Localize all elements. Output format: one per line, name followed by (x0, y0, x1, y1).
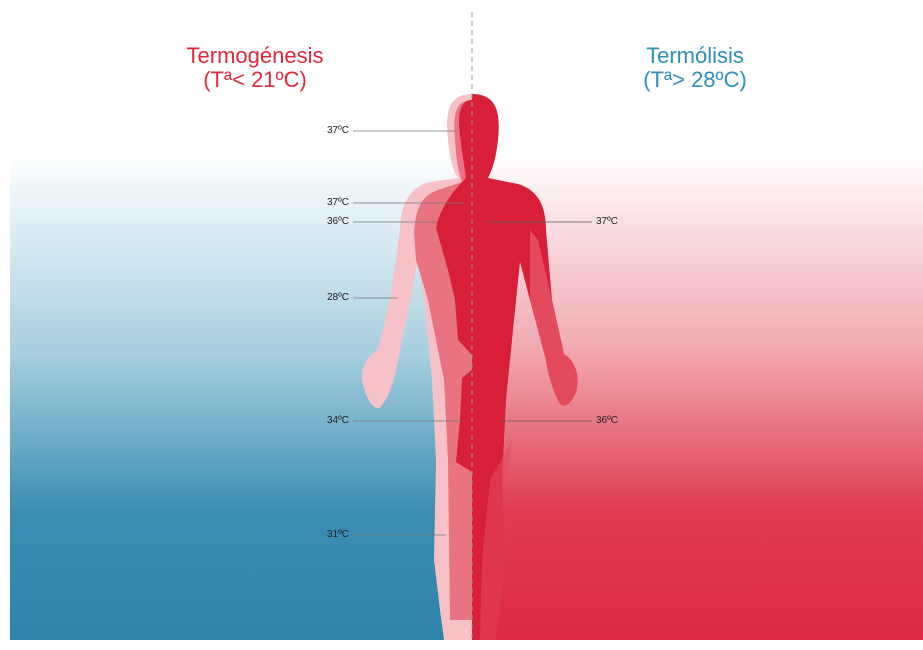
thermogenesis-subtitle: (Tª< 21ºC) (150, 68, 360, 92)
thermogenesis-heading: Termogénesis (Tª< 21ºC) (150, 44, 360, 92)
thermolysis-heading: Termólisis (Tª> 28ºC) (590, 44, 800, 92)
thermogenesis-title: Termogénesis (150, 44, 360, 68)
thermolysis-subtitle: (Tª> 28ºC) (590, 68, 800, 92)
temp-label-upper-abdomen: 36ºC (327, 216, 349, 228)
temp-label-leg-right: 36ºC (596, 415, 618, 427)
temp-label-calf: 31ºC (327, 529, 349, 541)
temp-label-thigh: 34ºC (327, 415, 349, 427)
temp-label-head: 37ºC (327, 125, 349, 137)
temp-label-torso-right: 37ºC (596, 216, 618, 228)
temp-label-chest: 37ºC (327, 197, 349, 209)
temp-label-arm: 28ºC (327, 292, 349, 304)
thermolysis-title: Termólisis (590, 44, 800, 68)
